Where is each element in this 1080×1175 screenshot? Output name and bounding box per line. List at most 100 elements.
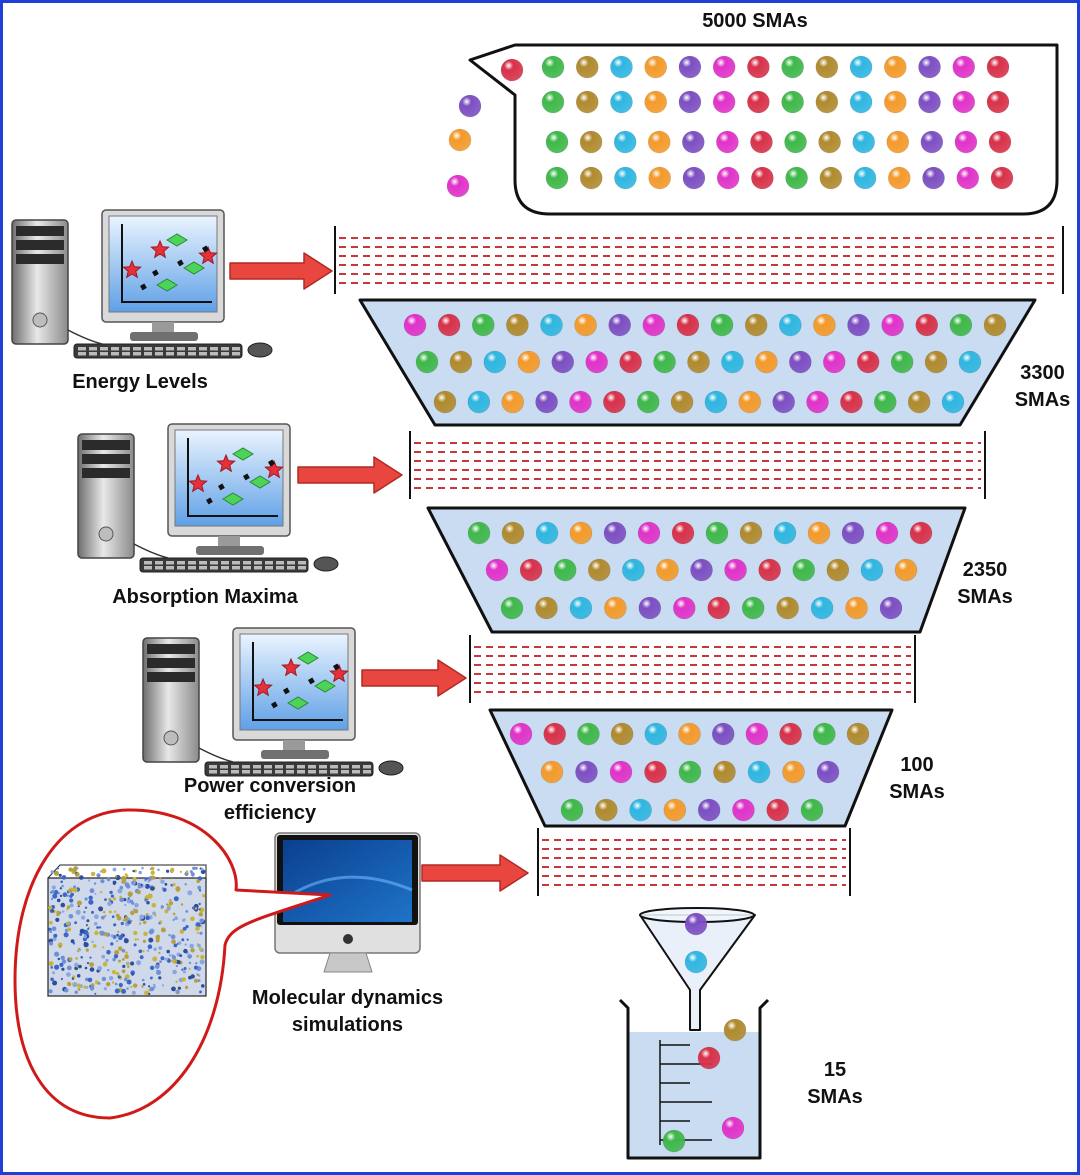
sma-ball (690, 558, 713, 582)
sma-ball (879, 596, 903, 620)
sma-ball (710, 313, 734, 337)
sma-ball (471, 313, 495, 337)
sma-ball (644, 90, 667, 114)
sma-ball (437, 313, 461, 337)
desktop-computer-icon (142, 637, 200, 763)
arrow-pce (361, 659, 467, 697)
sma-ball (782, 760, 805, 784)
sma-ball (772, 390, 795, 414)
sma-ball (569, 390, 592, 414)
sma-ball (721, 1116, 745, 1140)
sma-ball (603, 521, 627, 545)
filter-band-2 (409, 431, 986, 499)
stage1-count-unit: SMAs (1014, 389, 1071, 411)
sma-ball (758, 558, 781, 582)
sma-ball (662, 1129, 686, 1153)
filter-pce-line2: efficiency (223, 802, 317, 824)
filter-energy-levels-label: Energy Levels (72, 371, 208, 393)
sma-ball (704, 390, 728, 414)
sma-ball (711, 722, 735, 746)
sma-ball (697, 798, 721, 822)
sma-ball (433, 390, 457, 414)
sma-ball (575, 55, 599, 79)
sma-ball (806, 390, 829, 414)
sma-ball (712, 55, 736, 79)
sma-ball (519, 558, 543, 582)
sma-ball (676, 313, 700, 337)
sma-ball (713, 760, 736, 784)
sma-ball (446, 174, 470, 198)
sma-ball (785, 166, 808, 190)
sma-ball (958, 350, 982, 374)
sma-ball (776, 596, 799, 620)
star-marker (150, 239, 170, 259)
sma-ball (952, 90, 976, 114)
sma-ball (545, 166, 569, 190)
sma-ball (672, 596, 696, 620)
sma-ball (535, 596, 558, 620)
sma-ball (642, 313, 666, 337)
sma-ball (952, 55, 976, 79)
sma-ball (500, 58, 524, 82)
sma-ball (732, 798, 755, 822)
sma-ball (403, 313, 427, 337)
sma-ball (569, 521, 593, 545)
diamond-marker (156, 278, 178, 292)
sma-ball (541, 55, 565, 79)
sma-ball (779, 722, 802, 746)
filter-band-3 (469, 635, 916, 703)
sma-ball (656, 558, 679, 582)
sma-ball (678, 55, 702, 79)
sma-ball (813, 313, 836, 337)
sma-ball (810, 596, 834, 620)
sma-ball (682, 166, 706, 190)
sma-ball (614, 166, 637, 190)
sma-ball (678, 722, 701, 746)
sma-ball (907, 390, 931, 414)
sma-ball (988, 130, 1012, 154)
sma-ball (579, 166, 603, 190)
sma-ball (501, 390, 525, 414)
sma-ball (535, 390, 558, 414)
stage3-count-unit: SMAs (889, 781, 945, 803)
sma-ball (483, 350, 507, 374)
sma-ball (986, 55, 1010, 79)
sma-ball (644, 722, 668, 746)
sma-ball (815, 55, 839, 79)
sma-ball (860, 558, 884, 582)
sma-ball (920, 130, 944, 154)
sma-ball (778, 313, 802, 337)
sma-ball (816, 760, 840, 784)
diamond-marker (287, 696, 309, 710)
sma-ball (670, 390, 694, 414)
sma-ball (610, 722, 634, 746)
stage2-count-number: 2350 (962, 559, 1008, 581)
sma-ball (517, 350, 541, 374)
sma-ball (721, 350, 744, 374)
sma-ball (751, 166, 774, 190)
sma-ball (716, 130, 739, 154)
sma-ball (789, 350, 812, 374)
sma-ball (873, 390, 897, 414)
stage3-count-number: 100 (900, 754, 934, 776)
stage2-count-unit: SMAs (957, 586, 1013, 608)
sma-ball (747, 90, 770, 114)
simulation-cube-icon (47, 864, 207, 997)
monitor-chart-icon (101, 209, 225, 341)
final-count-number: 15 (823, 1059, 847, 1081)
sma-ball (603, 390, 626, 414)
sma-ball (741, 596, 765, 620)
sma-ball (501, 521, 525, 545)
sma-ball (941, 390, 965, 414)
imac-icon (274, 832, 421, 973)
diamond-marker (166, 233, 188, 247)
sma-ball (509, 722, 533, 746)
sma-ball (707, 596, 731, 620)
sma-ball (849, 55, 873, 79)
sma-ball (682, 130, 705, 154)
